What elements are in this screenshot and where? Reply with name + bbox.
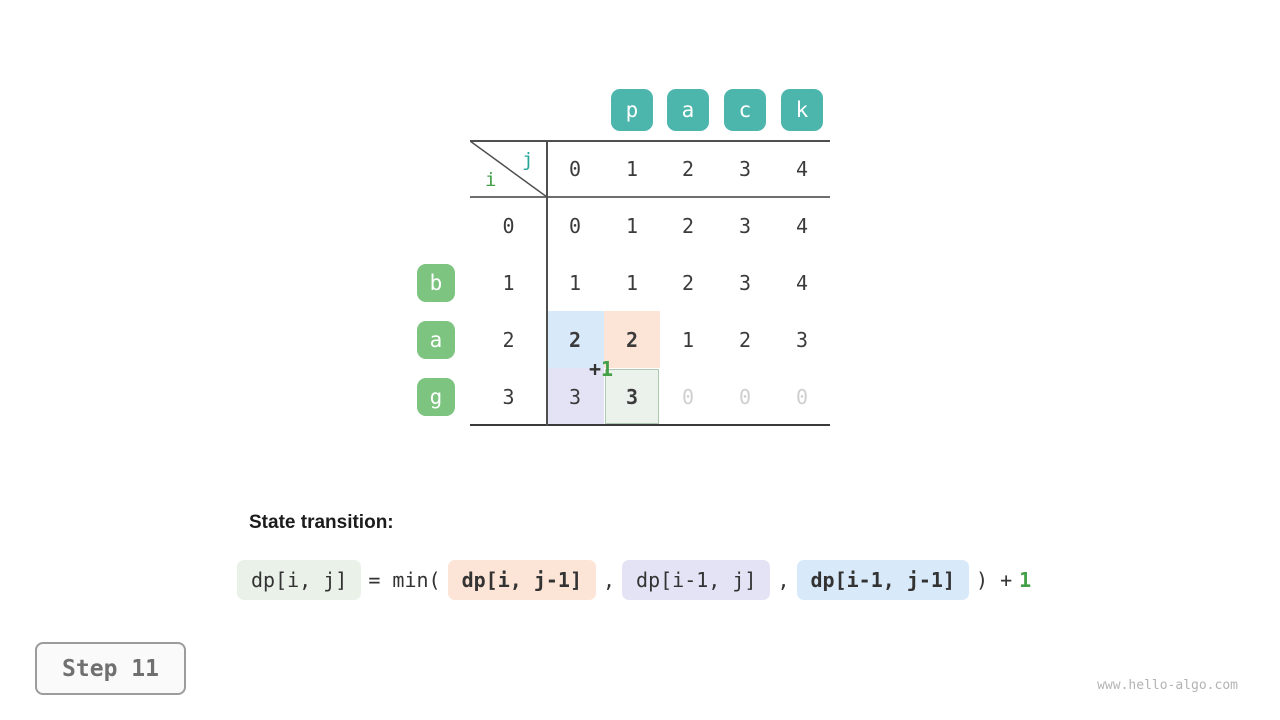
dp-cell: 4 <box>795 270 809 295</box>
target-word-char-k: k <box>781 89 823 131</box>
row-header: 1 <box>502 270 515 295</box>
col-header: 1 <box>625 157 639 181</box>
formula-increment: 1 <box>1019 568 1032 592</box>
dp-cell: 1 <box>625 270 639 295</box>
col-header: 3 <box>738 157 752 181</box>
dp-cell: 1 <box>625 213 639 238</box>
table-top-line <box>470 140 830 142</box>
dp-cell: 3 <box>795 327 809 352</box>
formula-lhs-chip: dp[i, j] <box>237 560 362 600</box>
formula-comma: , <box>603 568 616 592</box>
table-vertical-line <box>546 140 548 426</box>
source-word-char-b: b <box>417 264 455 302</box>
formula-close-plus: ) + <box>976 568 1013 592</box>
increment-value: 1 <box>601 357 614 381</box>
state-transition-formula: dp[i, j] = min( dp[i, j-1] , dp[i-1, j] … <box>237 560 1031 600</box>
dp-cell-unfilled: 0 <box>681 384 695 409</box>
dp-cell-diagonal: 2 <box>568 327 582 352</box>
source-word-char-g: g <box>417 378 455 416</box>
step-indicator: Step 11 <box>35 642 186 695</box>
corner-diagonal-line <box>470 141 547 197</box>
dp-cell: 0 <box>568 213 582 238</box>
row-axis-label-i: i <box>485 169 497 191</box>
dp-cell: 2 <box>681 213 695 238</box>
source-word-char-a: a <box>417 321 455 359</box>
plus-one-annotation: +1 <box>589 357 613 381</box>
table-bottom-line <box>470 424 830 426</box>
formula-comma: , <box>777 568 790 592</box>
dp-cell-above: 2 <box>625 327 639 352</box>
row-header: 0 <box>502 213 515 238</box>
formula-term-left-chip: dp[i, j-1] <box>447 560 596 600</box>
formula-term-diag-chip: dp[i-1, j-1] <box>796 560 970 600</box>
row-header: 3 <box>502 384 515 409</box>
target-word-char-p: p <box>611 89 653 131</box>
site-watermark: www.hello-algo.com <box>1097 678 1238 693</box>
dp-cell: 1 <box>568 270 582 295</box>
dp-cell: 3 <box>738 270 752 295</box>
highlight-cell-current <box>605 369 659 424</box>
plus-sign: + <box>589 357 602 381</box>
dp-cell: 2 <box>681 270 695 295</box>
target-word-char-c: c <box>724 89 766 131</box>
row-header: 2 <box>502 327 515 352</box>
dp-cell-unfilled: 0 <box>738 384 752 409</box>
col-header: 0 <box>568 157 582 181</box>
table-header-line <box>470 196 830 198</box>
dp-cell-current: 3 <box>625 384 639 409</box>
dp-cell-left: 3 <box>568 384 582 409</box>
highlight-cell-above <box>604 311 660 368</box>
col-axis-label-j: j <box>522 149 534 171</box>
col-header: 4 <box>795 157 809 181</box>
highlight-cell-left <box>547 368 604 425</box>
dp-cell: 3 <box>738 213 752 238</box>
formula-equals-min: = min( <box>368 568 441 592</box>
dp-cell: 4 <box>795 213 809 238</box>
dp-cell-unfilled: 0 <box>795 384 809 409</box>
target-word-char-a: a <box>667 89 709 131</box>
col-header: 2 <box>681 157 695 181</box>
dp-cell: 1 <box>681 327 695 352</box>
dp-cell: 2 <box>738 327 752 352</box>
formula-term-up-chip: dp[i-1, j] <box>622 560 771 600</box>
state-transition-heading: State transition: <box>249 512 394 533</box>
highlight-cell-diagonal <box>547 311 604 368</box>
